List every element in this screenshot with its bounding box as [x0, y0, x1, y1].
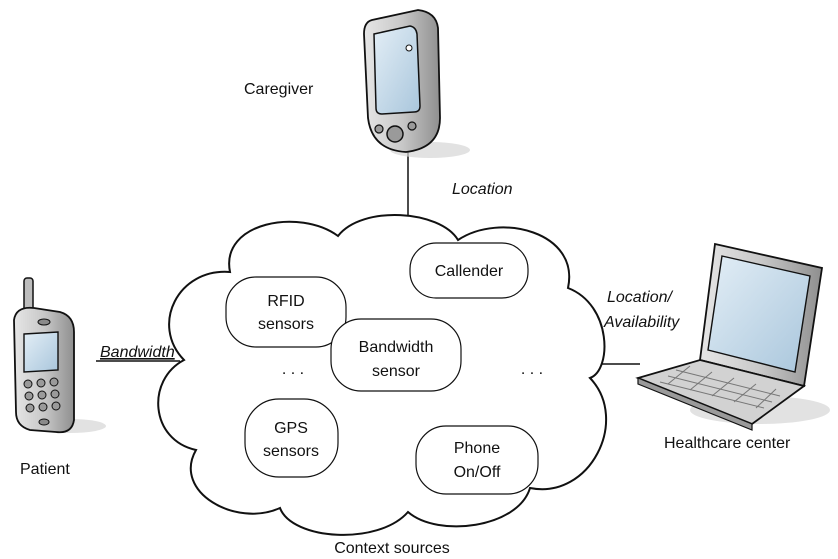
caregiver-edge-label: Location	[452, 181, 513, 198]
phone-sensor: Phone On/Off	[415, 425, 539, 495]
phone-label-line2: On/Off	[454, 464, 501, 481]
caregiver-label: Caregiver	[244, 81, 314, 98]
gps-sensor: GPS sensors	[244, 398, 339, 478]
healthcare-center-label: Healthcare center	[664, 435, 791, 452]
callender-sensor: Callender	[409, 242, 529, 299]
bandwidth-sensor-label-line2: sensor	[372, 363, 421, 380]
ellipsis-left: . . .	[282, 361, 304, 378]
healthcare-edge-label-line1: Location/	[607, 289, 673, 306]
gps-label-line1: GPS	[274, 420, 308, 437]
laptop-icon	[635, 242, 830, 431]
callender-label: Callender	[435, 263, 504, 280]
context-sources-label: Context sources	[334, 540, 450, 557]
patient-edge-label: Bandwidth	[100, 344, 175, 361]
gps-label-line2: sensors	[263, 443, 319, 460]
ellipsis-right: . . .	[521, 361, 543, 378]
rfid-label-line1: RFID	[267, 293, 304, 310]
patient-label: Patient	[20, 461, 70, 478]
rfid-sensor: RFID sensors	[225, 276, 347, 348]
phone-label-line1: Phone	[454, 440, 500, 457]
rfid-label-line2: sensors	[258, 316, 314, 333]
cellphone-icon	[13, 277, 106, 434]
healthcare-edge-label-line2: Availability	[603, 314, 680, 331]
pda-icon	[363, 9, 470, 158]
bandwidth-sensor-label-line1: Bandwidth	[359, 339, 434, 356]
bandwidth-sensor: Bandwidth sensor	[330, 318, 462, 392]
